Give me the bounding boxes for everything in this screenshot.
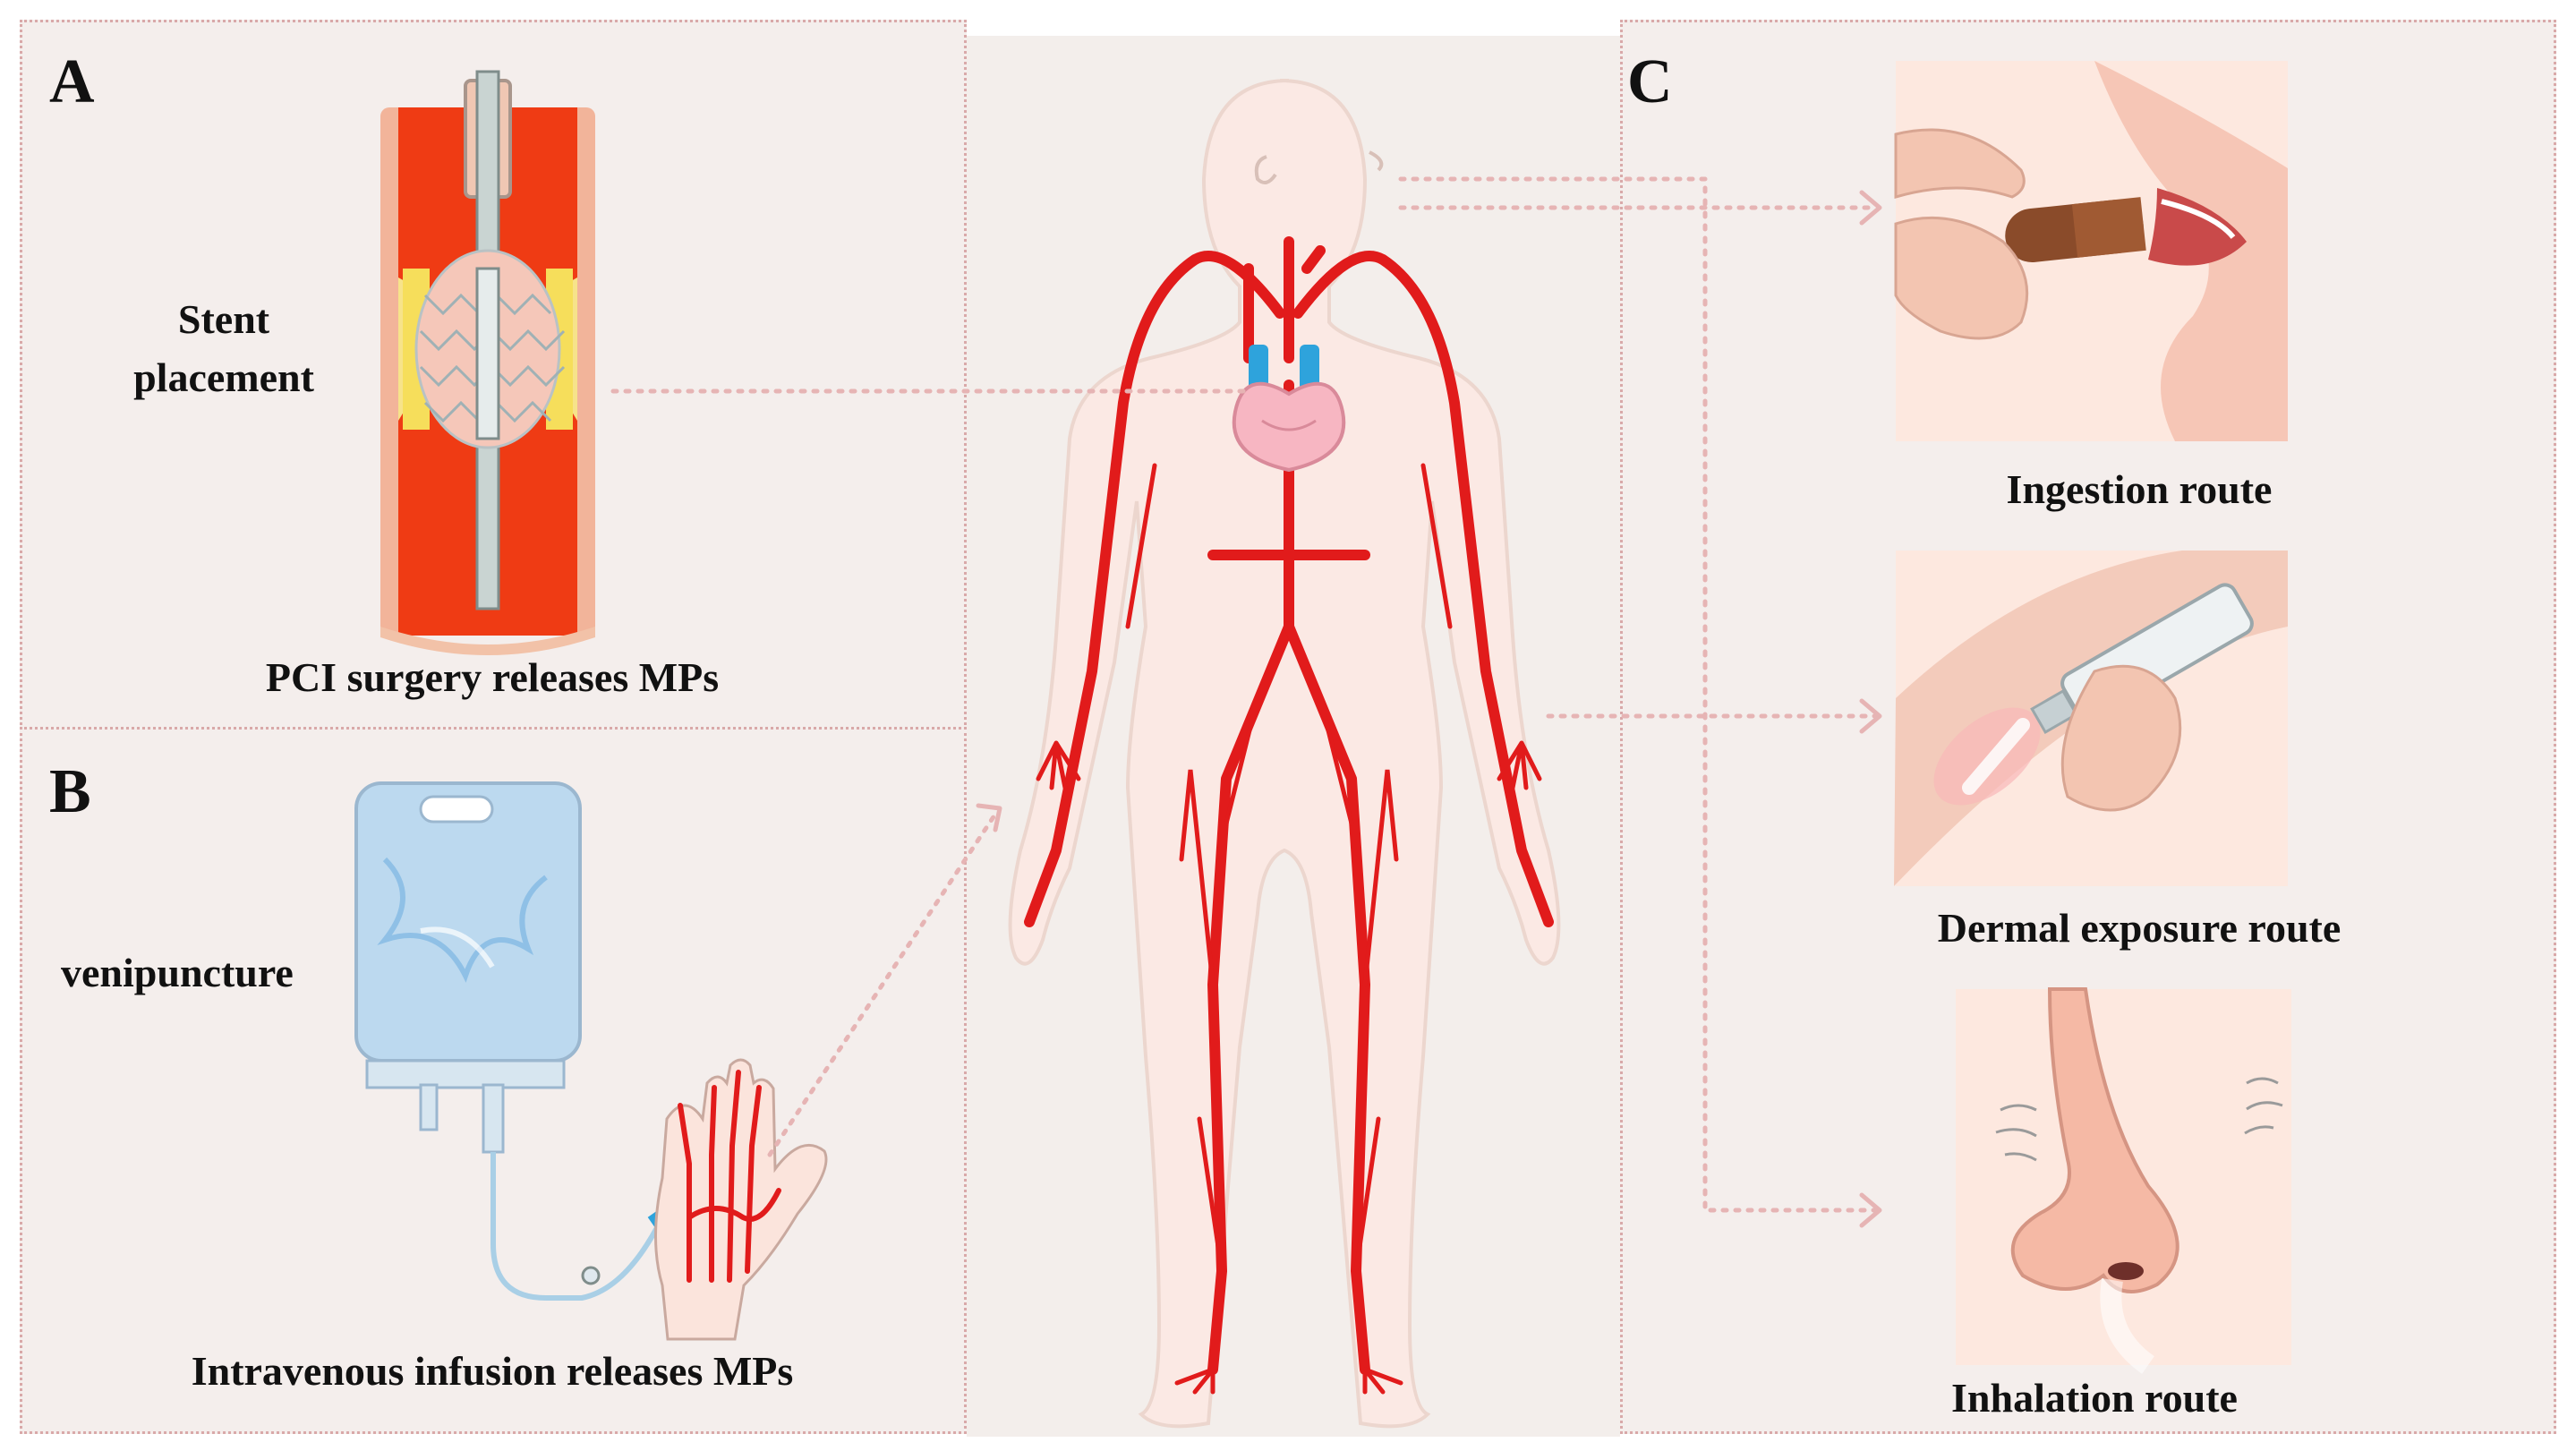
- iv-bag-illustration: [354, 781, 678, 1301]
- ointment-tube-icon: [1894, 551, 2288, 886]
- panel-b-letter: B: [49, 757, 91, 826]
- panel-c-letter: C: [1627, 47, 1673, 116]
- stent-illustration: [380, 70, 595, 655]
- capsule-mouth-icon: [1894, 61, 2288, 441]
- human-circulatory-system-illustration: [1008, 79, 1561, 1429]
- hand-arteries-illustration: [654, 1058, 828, 1341]
- venipuncture-label: venipuncture: [61, 950, 294, 995]
- panel-b-caption: Intravenous infusion releases MPs: [191, 1348, 794, 1394]
- panel-a-caption: PCI surgery releases MPs: [265, 654, 720, 700]
- ingestion-route-label: Ingestion route: [2006, 466, 2273, 512]
- stent-label-line2: placement: [133, 354, 314, 400]
- panel-a-letter: A: [49, 47, 95, 116]
- heart-icon: [1232, 345, 1346, 473]
- arrow-heads: [976, 190, 1882, 1228]
- dermal-route-label: Dermal exposure route: [1937, 905, 2341, 951]
- nose-breath-icon: [1956, 987, 2291, 1374]
- stent-label-line1: Stent: [177, 296, 270, 342]
- connector-arrows: [610, 176, 1878, 1213]
- inhalation-route-label: Inhalation route: [1951, 1375, 2238, 1421]
